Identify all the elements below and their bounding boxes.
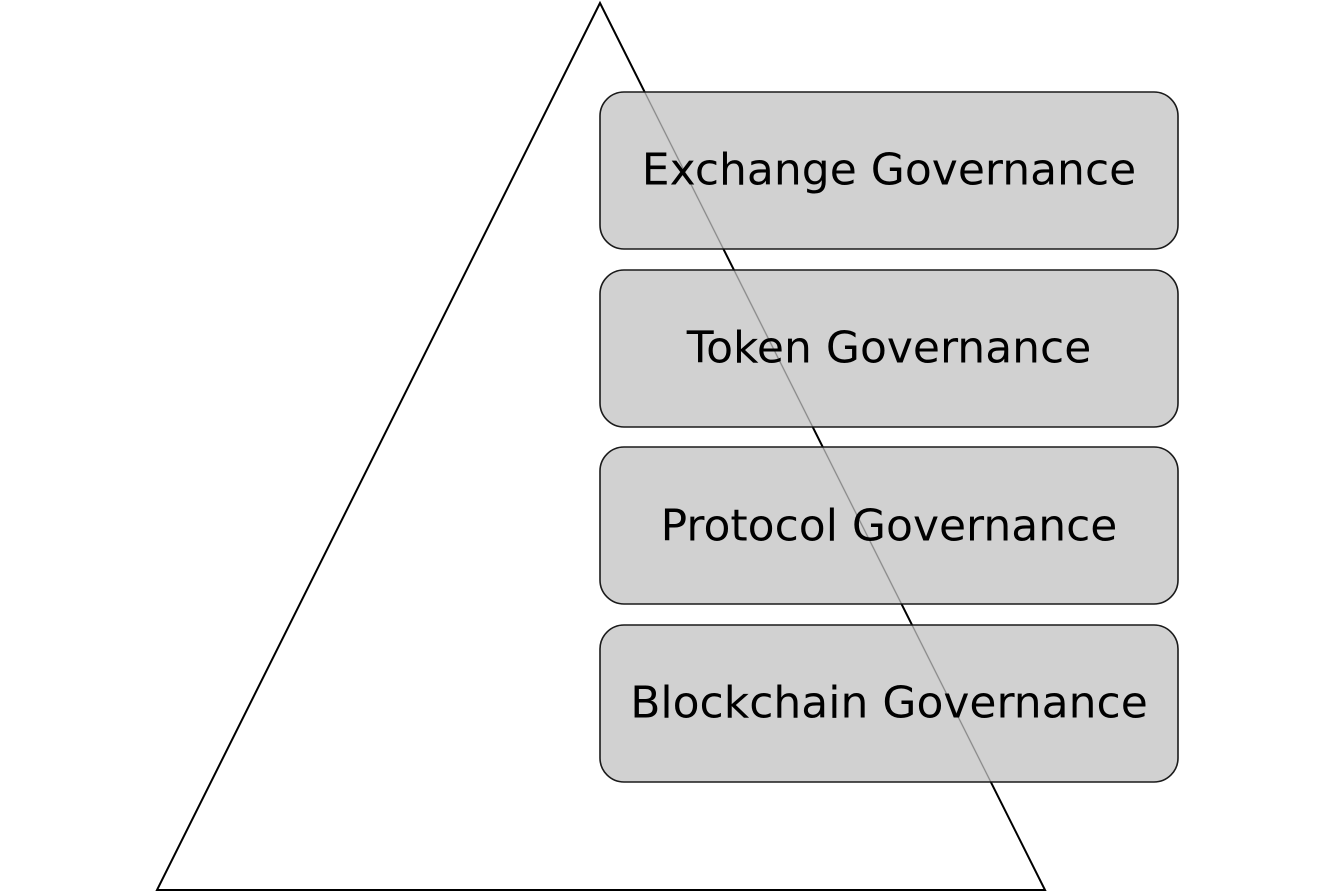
pyramid-right-edge-overlay	[599, 2, 1046, 891]
layer-protocol: Protocol Governance	[599, 446, 1179, 605]
layer-blockchain: Blockchain Governance	[599, 624, 1179, 783]
layer-label-exchange: Exchange Governance	[642, 145, 1136, 196]
layer-box-blockchain	[599, 624, 1179, 783]
layer-exchange: Exchange Governance	[599, 91, 1179, 250]
layer-label-protocol: Protocol Governance	[661, 501, 1118, 552]
layer-token: Token Governance	[599, 269, 1179, 428]
layer-label-token: Token Governance	[686, 323, 1092, 374]
layer-box-protocol	[599, 446, 1179, 605]
layer-box-exchange	[599, 91, 1179, 250]
layer-label-blockchain: Blockchain Governance	[630, 678, 1148, 729]
layer-box-token	[599, 269, 1179, 428]
